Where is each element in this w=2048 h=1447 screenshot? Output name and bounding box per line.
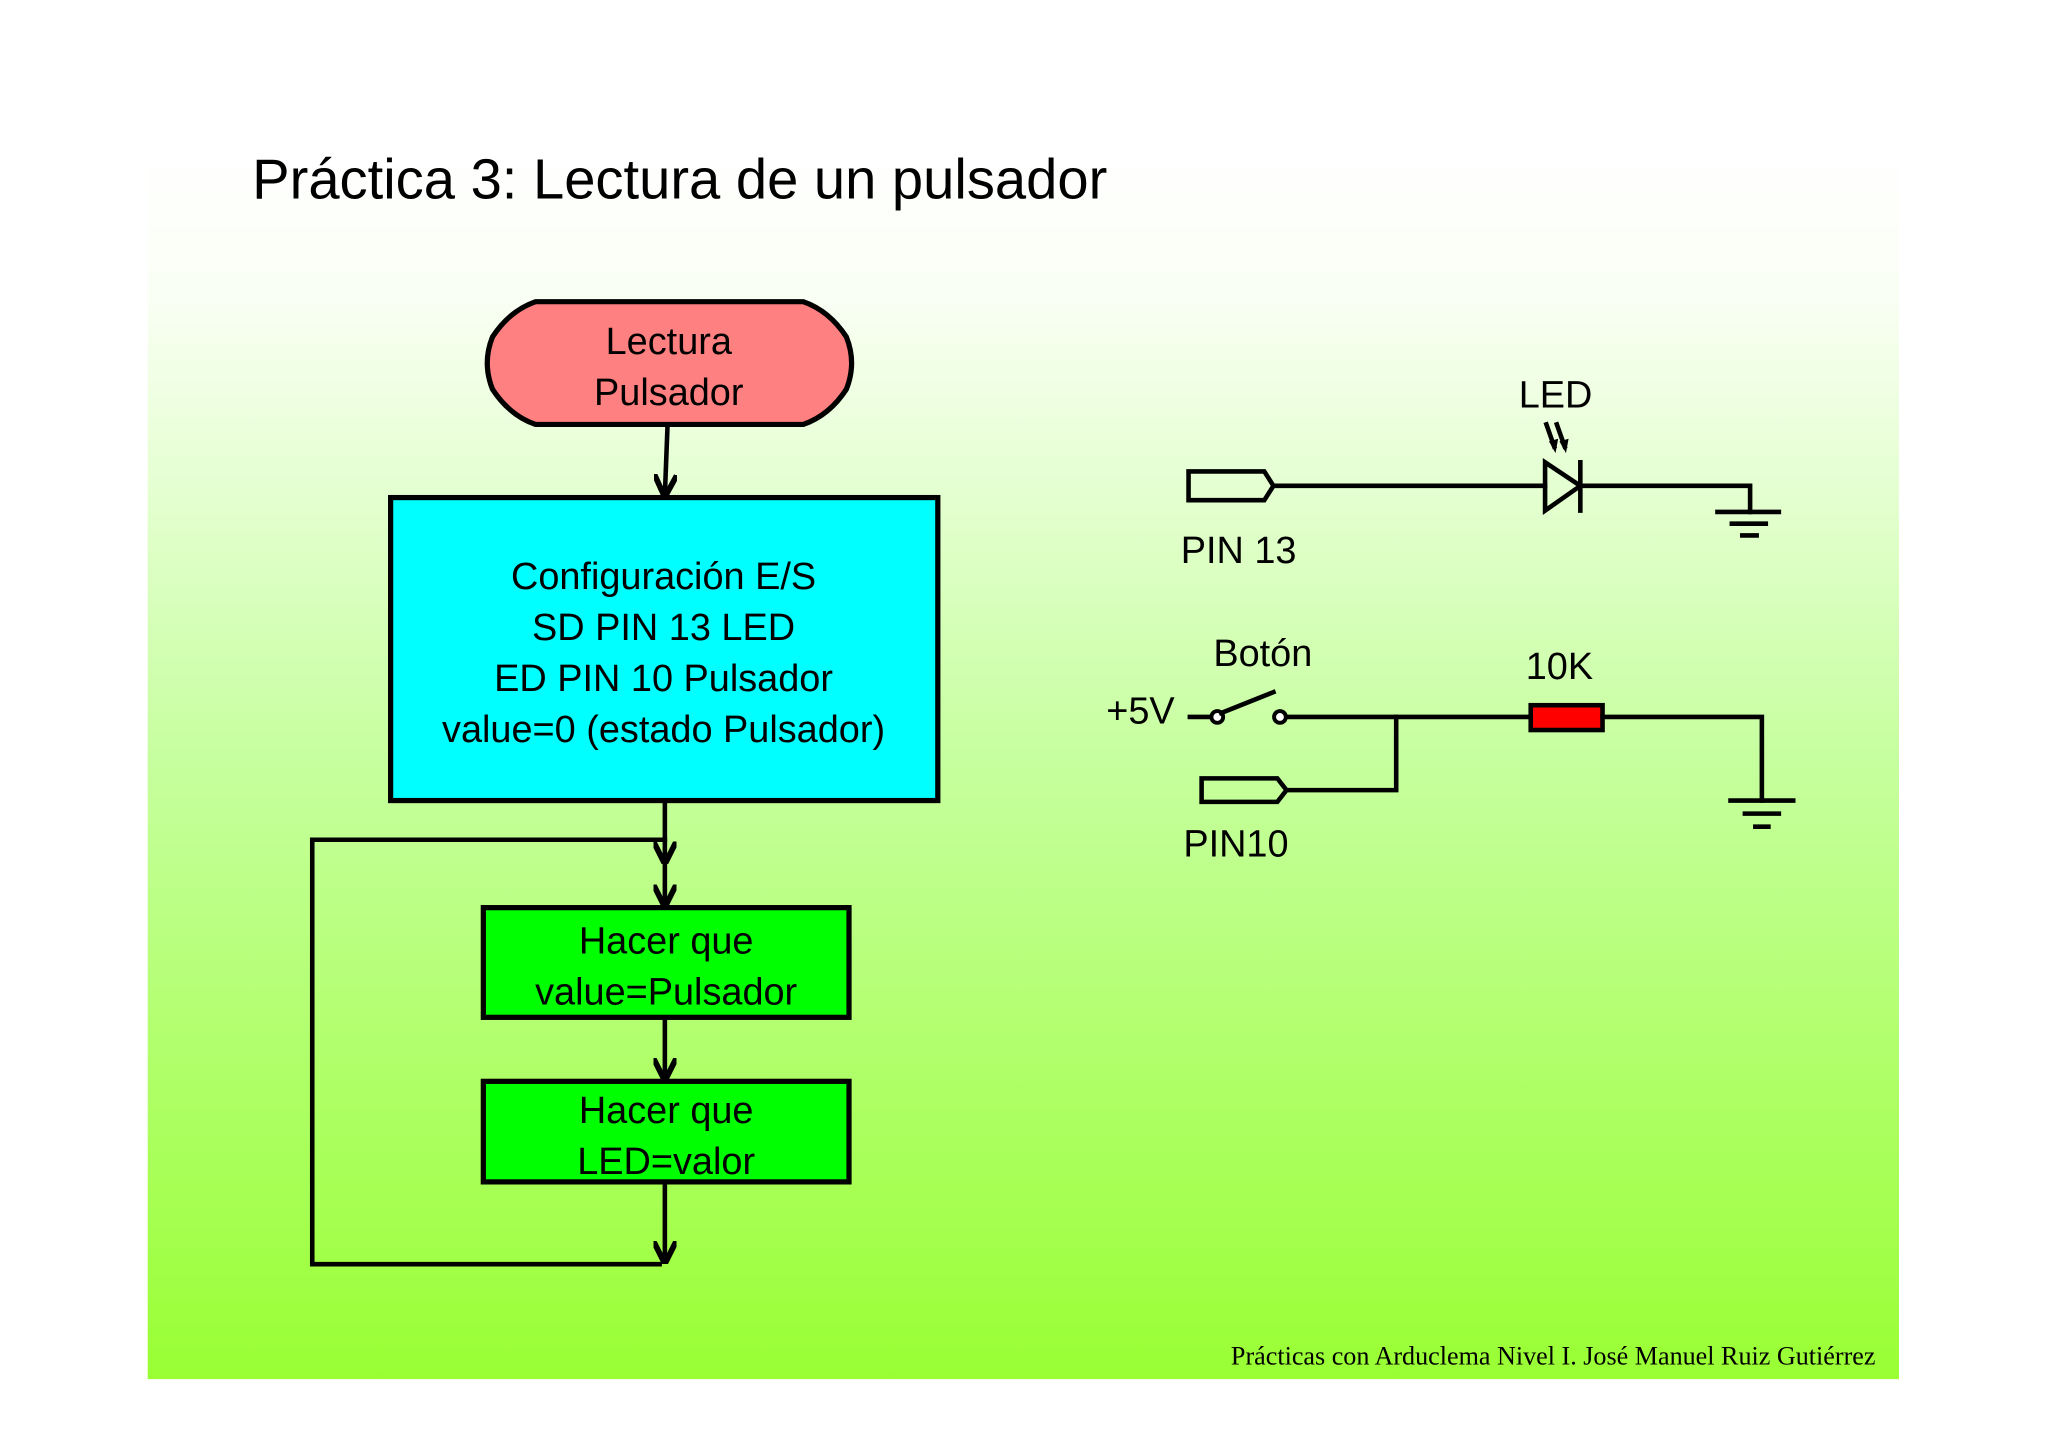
config-line2: SD PIN 13 LED bbox=[532, 607, 795, 649]
start-label-line2: Pulsador bbox=[594, 372, 743, 414]
resistor-icon bbox=[1528, 702, 1605, 733]
config-line4: value=0 (estado Pulsador) bbox=[442, 709, 885, 751]
step2-line2: LED=valor bbox=[577, 1141, 755, 1183]
pin13-connector bbox=[1186, 469, 1277, 503]
step1-line2: value=Pulsador bbox=[535, 971, 797, 1013]
step2-line1: Hacer que bbox=[579, 1090, 754, 1132]
light-arrows-icon bbox=[1543, 421, 1569, 454]
loop-back-line bbox=[309, 837, 668, 1267]
slide-title: Práctica 3: Lectura de un pulsador bbox=[252, 148, 1107, 211]
arrow-start-to-config bbox=[665, 424, 668, 495]
led-label: LED bbox=[1519, 374, 1593, 416]
circuit-diagram: LED PIN 13 Botón +5V 10K bbox=[1106, 374, 1796, 866]
resistor-label: 10K bbox=[1526, 646, 1593, 688]
step1-process-box bbox=[480, 905, 852, 1020]
config-process-box bbox=[387, 494, 941, 804]
vcc-label: +5V bbox=[1106, 690, 1175, 732]
led-diode-icon bbox=[1542, 458, 1585, 516]
slide-footer: Prácticas con Arduclema Nivel I. José Ma… bbox=[1231, 1342, 1876, 1371]
start-label-line1: Lectura bbox=[606, 321, 733, 363]
pin10-connector bbox=[1199, 776, 1290, 805]
wire bbox=[1284, 714, 1399, 793]
step1-line1: Hacer que bbox=[579, 920, 754, 962]
wire bbox=[1600, 714, 1765, 803]
config-line1: Configuración E/S bbox=[511, 556, 816, 598]
config-line3: ED PIN 10 Pulsador bbox=[494, 658, 833, 700]
button-label: Botón bbox=[1213, 633, 1312, 675]
pushbutton-switch-icon bbox=[1209, 689, 1288, 725]
wire bbox=[1578, 483, 1753, 515]
step2-process-box bbox=[480, 1078, 852, 1185]
ground-icon bbox=[1715, 509, 1782, 538]
ground-icon bbox=[1728, 798, 1796, 829]
pin13-label: PIN 13 bbox=[1181, 530, 1297, 572]
pin10-label: PIN10 bbox=[1183, 824, 1288, 866]
start-terminator bbox=[484, 299, 855, 428]
flowchart: Lectura Pulsador Configuración E/S SD PI… bbox=[309, 299, 941, 1267]
